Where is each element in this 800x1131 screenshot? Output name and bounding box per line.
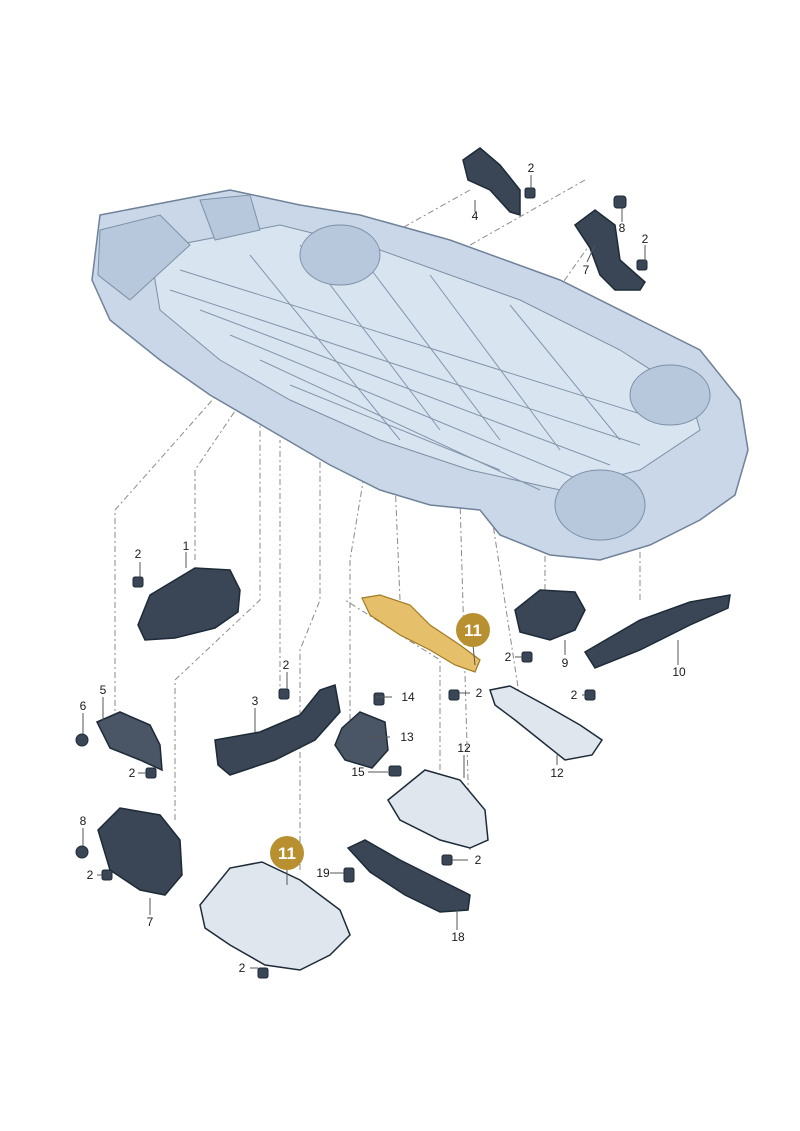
part-4-bracket xyxy=(462,147,521,217)
part-18-rail xyxy=(346,839,471,913)
callout-8-top: 8 xyxy=(619,221,626,235)
part-13-bracket xyxy=(334,711,389,769)
part-10-long-shield xyxy=(583,594,731,669)
part-11-lower-shield xyxy=(199,861,351,971)
part-3-crossmember xyxy=(214,684,341,776)
callout-2-part9: 2 xyxy=(505,650,512,664)
part-1-heat-shield xyxy=(137,567,241,641)
part-12-right-shield xyxy=(489,685,604,761)
callout-2-part10: 2 xyxy=(571,688,578,702)
callout-13: 13 xyxy=(400,730,414,744)
part-7-lower-shield xyxy=(97,807,183,896)
callout-4: 4 xyxy=(472,209,479,223)
callout-6: 6 xyxy=(80,699,87,713)
callout-14: 14 xyxy=(401,690,415,704)
callout-2-part5: 2 xyxy=(129,766,136,780)
callout-2-top: 2 xyxy=(528,161,535,175)
callout-2-part11: 2 xyxy=(476,686,483,700)
callout-19: 19 xyxy=(316,866,330,880)
callout-5: 5 xyxy=(100,683,107,697)
badge-11-lower-label: 11 xyxy=(278,844,296,863)
callout-9: 9 xyxy=(562,656,569,670)
car-underbody xyxy=(91,189,749,561)
callout-2-part7: 2 xyxy=(87,868,94,882)
callout-leaders xyxy=(82,175,679,969)
callout-10: 10 xyxy=(672,665,686,679)
fasteners xyxy=(75,187,648,979)
callout-12-right: 12 xyxy=(550,766,564,780)
callout-3: 3 xyxy=(252,694,259,708)
callout-2-right: 2 xyxy=(642,232,649,246)
badge-11-lower: 11 xyxy=(270,836,304,870)
part-9-shield xyxy=(514,589,586,641)
callout-2-bottom: 2 xyxy=(239,961,246,975)
callout-2-part1: 2 xyxy=(135,547,142,561)
callout-2-part3: 2 xyxy=(283,658,290,672)
part-7-upper-bracket xyxy=(573,209,646,291)
badge-11-upper-label: 11 xyxy=(464,621,482,640)
callout-7-lower: 7 xyxy=(147,915,154,929)
part-12-center-shield xyxy=(387,769,489,849)
callout-12-center: 12 xyxy=(457,741,471,755)
callout-1: 1 xyxy=(183,539,190,553)
callout-15: 15 xyxy=(351,765,365,779)
part-5-bracket xyxy=(95,711,163,772)
callout-18: 18 xyxy=(451,930,465,944)
callout-2-part12: 2 xyxy=(475,853,482,867)
part-11-highlighted-upper xyxy=(361,594,481,673)
badge-11-upper: 11 xyxy=(456,613,490,647)
callout-labels: 4 2 8 2 7 1 2 2 5 6 2 3 14 13 15 12 2 2 … xyxy=(80,161,686,975)
callout-7-top: 7 xyxy=(583,263,590,277)
callout-8-lower: 8 xyxy=(80,814,87,828)
